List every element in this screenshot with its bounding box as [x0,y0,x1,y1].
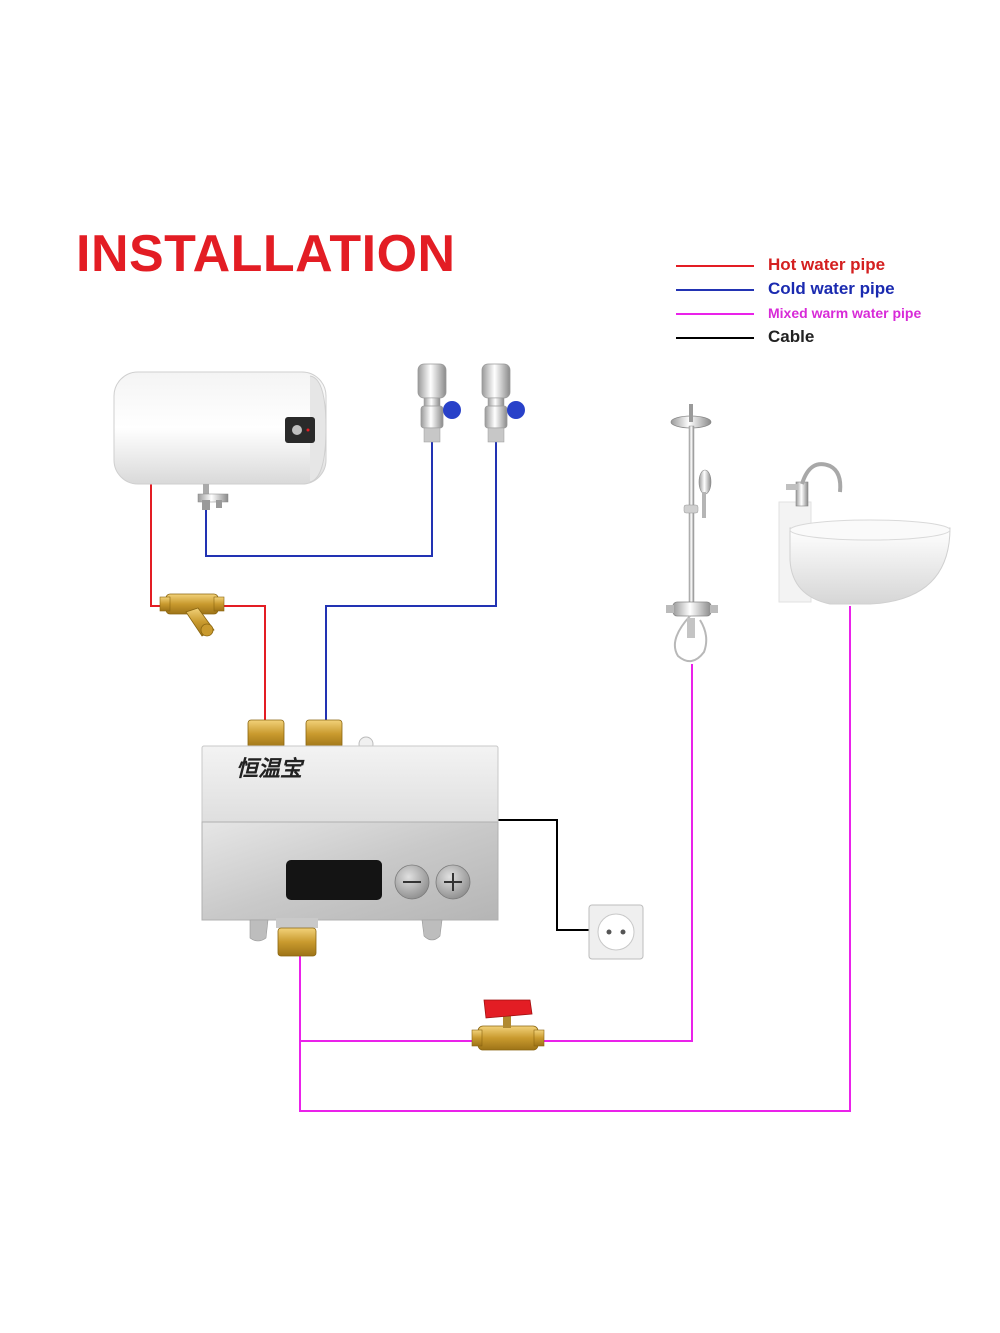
legend-label-hot: Hot water pipe [768,255,886,274]
pipe-legend: Hot water pipe Cold water pipe Mixed war… [676,254,976,350]
thermostatic-mixer: 恒温宝 [201,719,499,957]
legend-item-cable: Cable [676,326,976,350]
heater-knob-icon [292,425,302,435]
legend-item-cold: Cold water pipe [676,278,976,302]
mixer-display-screen [286,860,382,900]
hot-pipe-filter-to-mixer [215,605,266,722]
ball-valve [471,999,545,1051]
hot-pipe-heater-to-filter [150,483,170,607]
cable-mixer-to-socket [498,819,590,931]
cold-pipe-valve-to-mixer [325,440,497,722]
y-strainer-filter [159,593,225,637]
legend-swatch-mixed [676,313,754,315]
angle-valve-right [481,363,525,443]
cold-water-pipes [205,440,497,722]
mixed-pipe-ballvalve-to-shower [536,664,693,1042]
hot-inlet-fitting [247,719,285,749]
heater-valve-icon [197,493,229,503]
mixed-pipe-to-shower [299,955,480,1042]
mixed-outlet-fitting [277,927,317,957]
wash-basin [778,462,951,605]
legend-swatch-hot [676,265,754,267]
mixed-water-pipes [299,606,851,1112]
cold-pipe-heater-to-valve [205,440,433,557]
water-heater [113,371,327,510]
socket-outlet-icon [597,913,635,951]
legend-item-mixed: Mixed warm water pipe [676,302,976,326]
valve-lever-icon [483,999,533,1019]
shower-set [666,404,718,663]
legend-item-hot: Hot water pipe [676,254,976,278]
legend-label-mixed: Mixed warm water pipe [768,305,922,321]
cold-inlet-fitting [305,719,343,749]
power-cable [498,819,590,931]
mixed-pipe-to-basin [299,606,851,1112]
legend-label-cable: Cable [768,327,815,346]
legend-swatch-cable [676,337,754,339]
legend-swatch-cold [676,289,754,291]
installation-title: INSTALLATION [76,225,456,283]
valve-handle-icon [443,401,461,419]
minus-icon [403,881,421,883]
valve-handle-icon [507,401,525,419]
legend-label-cold: Cold water pipe [768,279,895,298]
angle-valve-left [417,363,461,443]
hand-shower-icon [698,469,712,495]
wall-socket [588,904,644,960]
mixer-brand-logo: 恒温宝 [236,756,305,782]
